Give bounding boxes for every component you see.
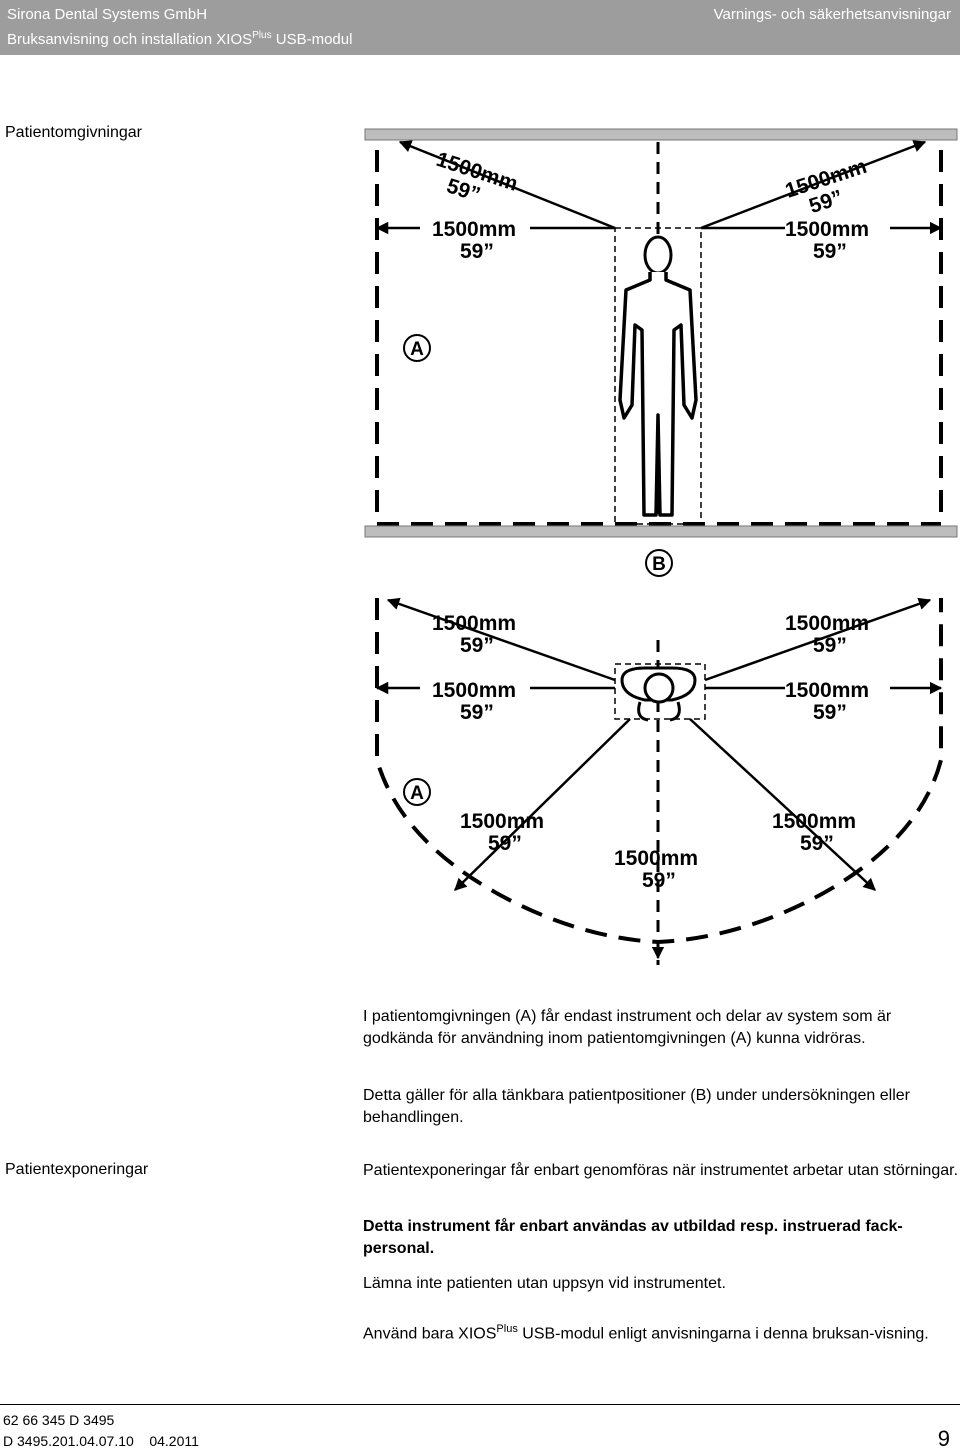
paragraph: Använd bara XIOSPlus USB-modul enligt an…	[363, 1323, 929, 1343]
label-a-circle	[403, 778, 431, 806]
arrow-upper-right-bottom	[704, 597, 932, 682]
dim-label-mm: 1500mm	[785, 218, 869, 241]
dim-label-in: 59”	[813, 634, 847, 657]
paragraph: Patientexponeringar får enbart genomföra…	[363, 1162, 959, 1179]
paragraph: Lämna inte patienten utan uppsyn vid ins…	[363, 1275, 726, 1292]
label-a-circle	[403, 334, 431, 362]
label-b: B	[652, 554, 666, 575]
doc-code: D 3495.201.04.07.10 04.2011	[3, 1433, 199, 1449]
paragraph: Detta gäller för alla tänkbara patientpo…	[363, 1087, 910, 1126]
paragraph: I patientomgivningen (A) får endast inst…	[363, 1008, 892, 1047]
dim-label-in: 59”	[488, 832, 522, 855]
manual-title: Bruksanvisning och installation XIOSPlus…	[7, 30, 353, 48]
label-a: A	[410, 783, 424, 804]
dim-label-mm: 1500mm	[785, 612, 869, 635]
standing-person-icon	[618, 235, 698, 517]
footer-rule	[0, 1404, 960, 1405]
arrow-lower-left-bottom	[454, 718, 631, 891]
page-number: 9	[937, 1426, 950, 1451]
dim-label-in: 59”	[813, 701, 847, 724]
lying-person-icon	[620, 666, 697, 722]
dim-label-in: 59”	[460, 634, 494, 657]
wall-middle	[364, 525, 958, 538]
dim-label-in: 59”	[800, 832, 834, 855]
arrow-lower-right-bottom	[689, 718, 876, 891]
dim-label-mm: 1500mm	[460, 810, 544, 833]
warning-paragraph: Detta instrument får enbart användas av …	[363, 1218, 903, 1257]
dim-label-mm: 1500mm	[785, 679, 869, 702]
heading-patient-environment: Patientomgivningar	[5, 124, 142, 141]
dim-label-in: 59”	[460, 701, 494, 724]
page-header: Sirona Dental Systems GmbH Bruksanvisnin…	[0, 0, 960, 55]
arrow-upper-left-top	[398, 140, 616, 230]
label-b-circle	[645, 549, 673, 577]
dim-label-mm: 1500mm	[432, 218, 516, 241]
dim-label-mm: 1500mm	[432, 679, 516, 702]
dim-label-in: 59”	[642, 869, 676, 892]
dim-label-in: 59”	[813, 240, 847, 263]
dim-label-mm: 1500mm	[772, 810, 856, 833]
dim-label-mm: 1500mm	[432, 612, 516, 635]
patient-environment-diagram: 1500mm 59” 1500mm 59” 1500mm 59” 1500mm …	[364, 128, 958, 965]
dim-label-mm: 1500mm	[614, 847, 698, 870]
wall-top	[364, 128, 958, 141]
company-name: Sirona Dental Systems GmbH	[7, 6, 208, 23]
dim-label-in: 59”	[460, 240, 494, 263]
doc-number: 62 66 345 D 3495	[3, 1412, 115, 1428]
arrow-upper-right-top	[700, 140, 927, 230]
section-title: Varnings- och säkerhetsanvisningar	[713, 6, 951, 23]
label-a: A	[410, 339, 424, 360]
arrow-upper-left-bottom	[386, 597, 616, 682]
patient-box-bottom	[614, 663, 706, 720]
heading-patient-exposures: Patientexponeringar	[5, 1161, 149, 1178]
